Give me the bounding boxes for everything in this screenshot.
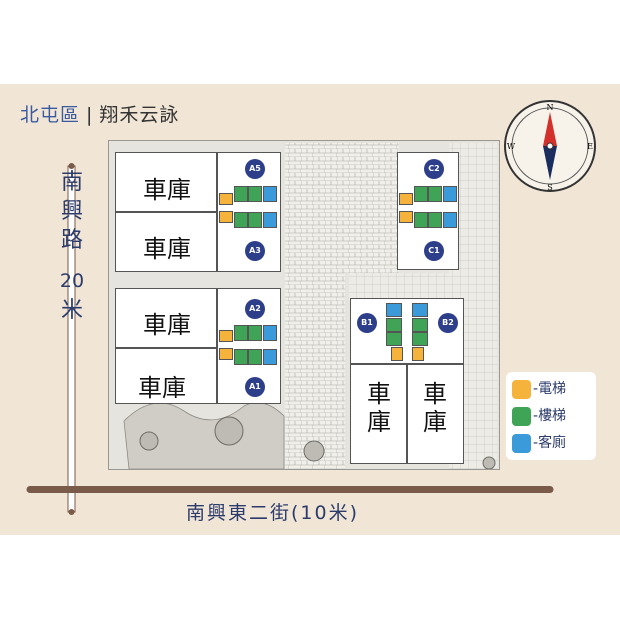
- stair-mark: [234, 186, 248, 202]
- plan-texture: [123, 143, 497, 469]
- toilet-mark: [263, 349, 277, 365]
- road-char: [58, 255, 86, 267]
- unit-tag-a2: A2: [245, 299, 265, 319]
- south-road-label: 南興東二街(10米): [186, 502, 360, 524]
- elevator-mark: [399, 193, 413, 205]
- stair-mark: [248, 186, 262, 202]
- stair-mark: [248, 325, 262, 341]
- unit-tag-b1: B1: [357, 313, 377, 333]
- legend-item-stair: -樓梯: [512, 405, 566, 427]
- garage-a1: [115, 348, 217, 404]
- garage-a3: [115, 212, 217, 272]
- stair-mark: [412, 332, 428, 346]
- garage-label: 車庫: [143, 311, 191, 339]
- legend-label: 電梯: [538, 381, 567, 397]
- toilet-mark: [443, 186, 457, 202]
- garage-b1: [350, 364, 407, 464]
- stair-mark: [234, 325, 248, 341]
- garage-label: 車庫: [138, 374, 186, 402]
- stair-mark: [248, 349, 262, 365]
- district-name: 北屯區: [20, 104, 81, 126]
- unit-tag-b2: B2: [438, 313, 458, 333]
- garage-label-vertical: 車庫: [423, 380, 447, 436]
- elevator-mark: [391, 347, 403, 361]
- toilet-mark: [263, 186, 277, 202]
- garage-label: 車庫: [143, 235, 191, 263]
- south-road-line: [26, 486, 554, 493]
- compass-n: N: [547, 103, 554, 112]
- garage-b2: [407, 364, 464, 464]
- toilet-mark: [263, 212, 277, 228]
- garage-label-vertical: 車庫: [367, 380, 391, 436]
- legend-item-toilet: -客廁: [512, 432, 566, 454]
- stair-mark: [428, 212, 442, 228]
- stair-mark: [234, 349, 248, 365]
- west-road-line: [67, 163, 76, 515]
- road-char: 路: [60, 228, 83, 253]
- elevator-mark: [219, 348, 233, 360]
- legend-label: 樓梯: [538, 408, 567, 424]
- compass-s: S: [547, 183, 552, 192]
- elevator-mark: [412, 347, 424, 361]
- unit-tag-a3: A3: [245, 241, 265, 261]
- road-char: 20: [59, 270, 85, 292]
- stair-mark: [386, 318, 402, 332]
- toilet-mark: [443, 212, 457, 228]
- stair-mark: [386, 332, 402, 346]
- toilet-mark: [412, 303, 428, 317]
- legend-item-elevator: -電梯: [512, 378, 566, 400]
- stair-mark: [414, 186, 428, 202]
- elevator-mark: [219, 330, 233, 342]
- elevator-mark: [219, 193, 233, 205]
- elevator-swatch: [512, 379, 531, 399]
- project-name: 翔禾云詠: [99, 104, 180, 126]
- unit-tag-c2: C2: [424, 159, 444, 179]
- stair-mark: [248, 212, 262, 228]
- stair-mark: [428, 186, 442, 202]
- compass-e: E: [587, 142, 593, 151]
- road-char: 興: [60, 199, 83, 224]
- page-title: 北屯區|翔禾云詠: [20, 100, 179, 127]
- elevator-mark: [219, 211, 233, 223]
- toilet-swatch: [512, 433, 531, 453]
- unit-tag-c1: C1: [424, 241, 444, 261]
- unit-tag-a5: A5: [245, 159, 265, 179]
- stair-mark: [414, 212, 428, 228]
- legend: -電梯 -樓梯 -客廁: [506, 372, 596, 460]
- west-road-label: 南 興 路 20 米: [58, 168, 86, 325]
- elevator-mark: [399, 211, 413, 223]
- stair-mark: [412, 318, 428, 332]
- toilet-mark: [386, 303, 402, 317]
- road-char: 米: [60, 298, 83, 323]
- garage-a5: [115, 152, 217, 212]
- road-char: 南: [60, 170, 83, 195]
- toilet-mark: [263, 325, 277, 341]
- unit-tag-a1: A1: [245, 377, 265, 397]
- garage-label: 車庫: [143, 176, 191, 204]
- title-separator: |: [86, 104, 94, 126]
- stair-swatch: [512, 406, 531, 426]
- compass-icon: N S E W: [504, 100, 596, 192]
- garage-a2: [115, 288, 217, 348]
- compass-w: W: [507, 142, 516, 151]
- legend-label: 客廁: [538, 435, 567, 451]
- stair-mark: [234, 212, 248, 228]
